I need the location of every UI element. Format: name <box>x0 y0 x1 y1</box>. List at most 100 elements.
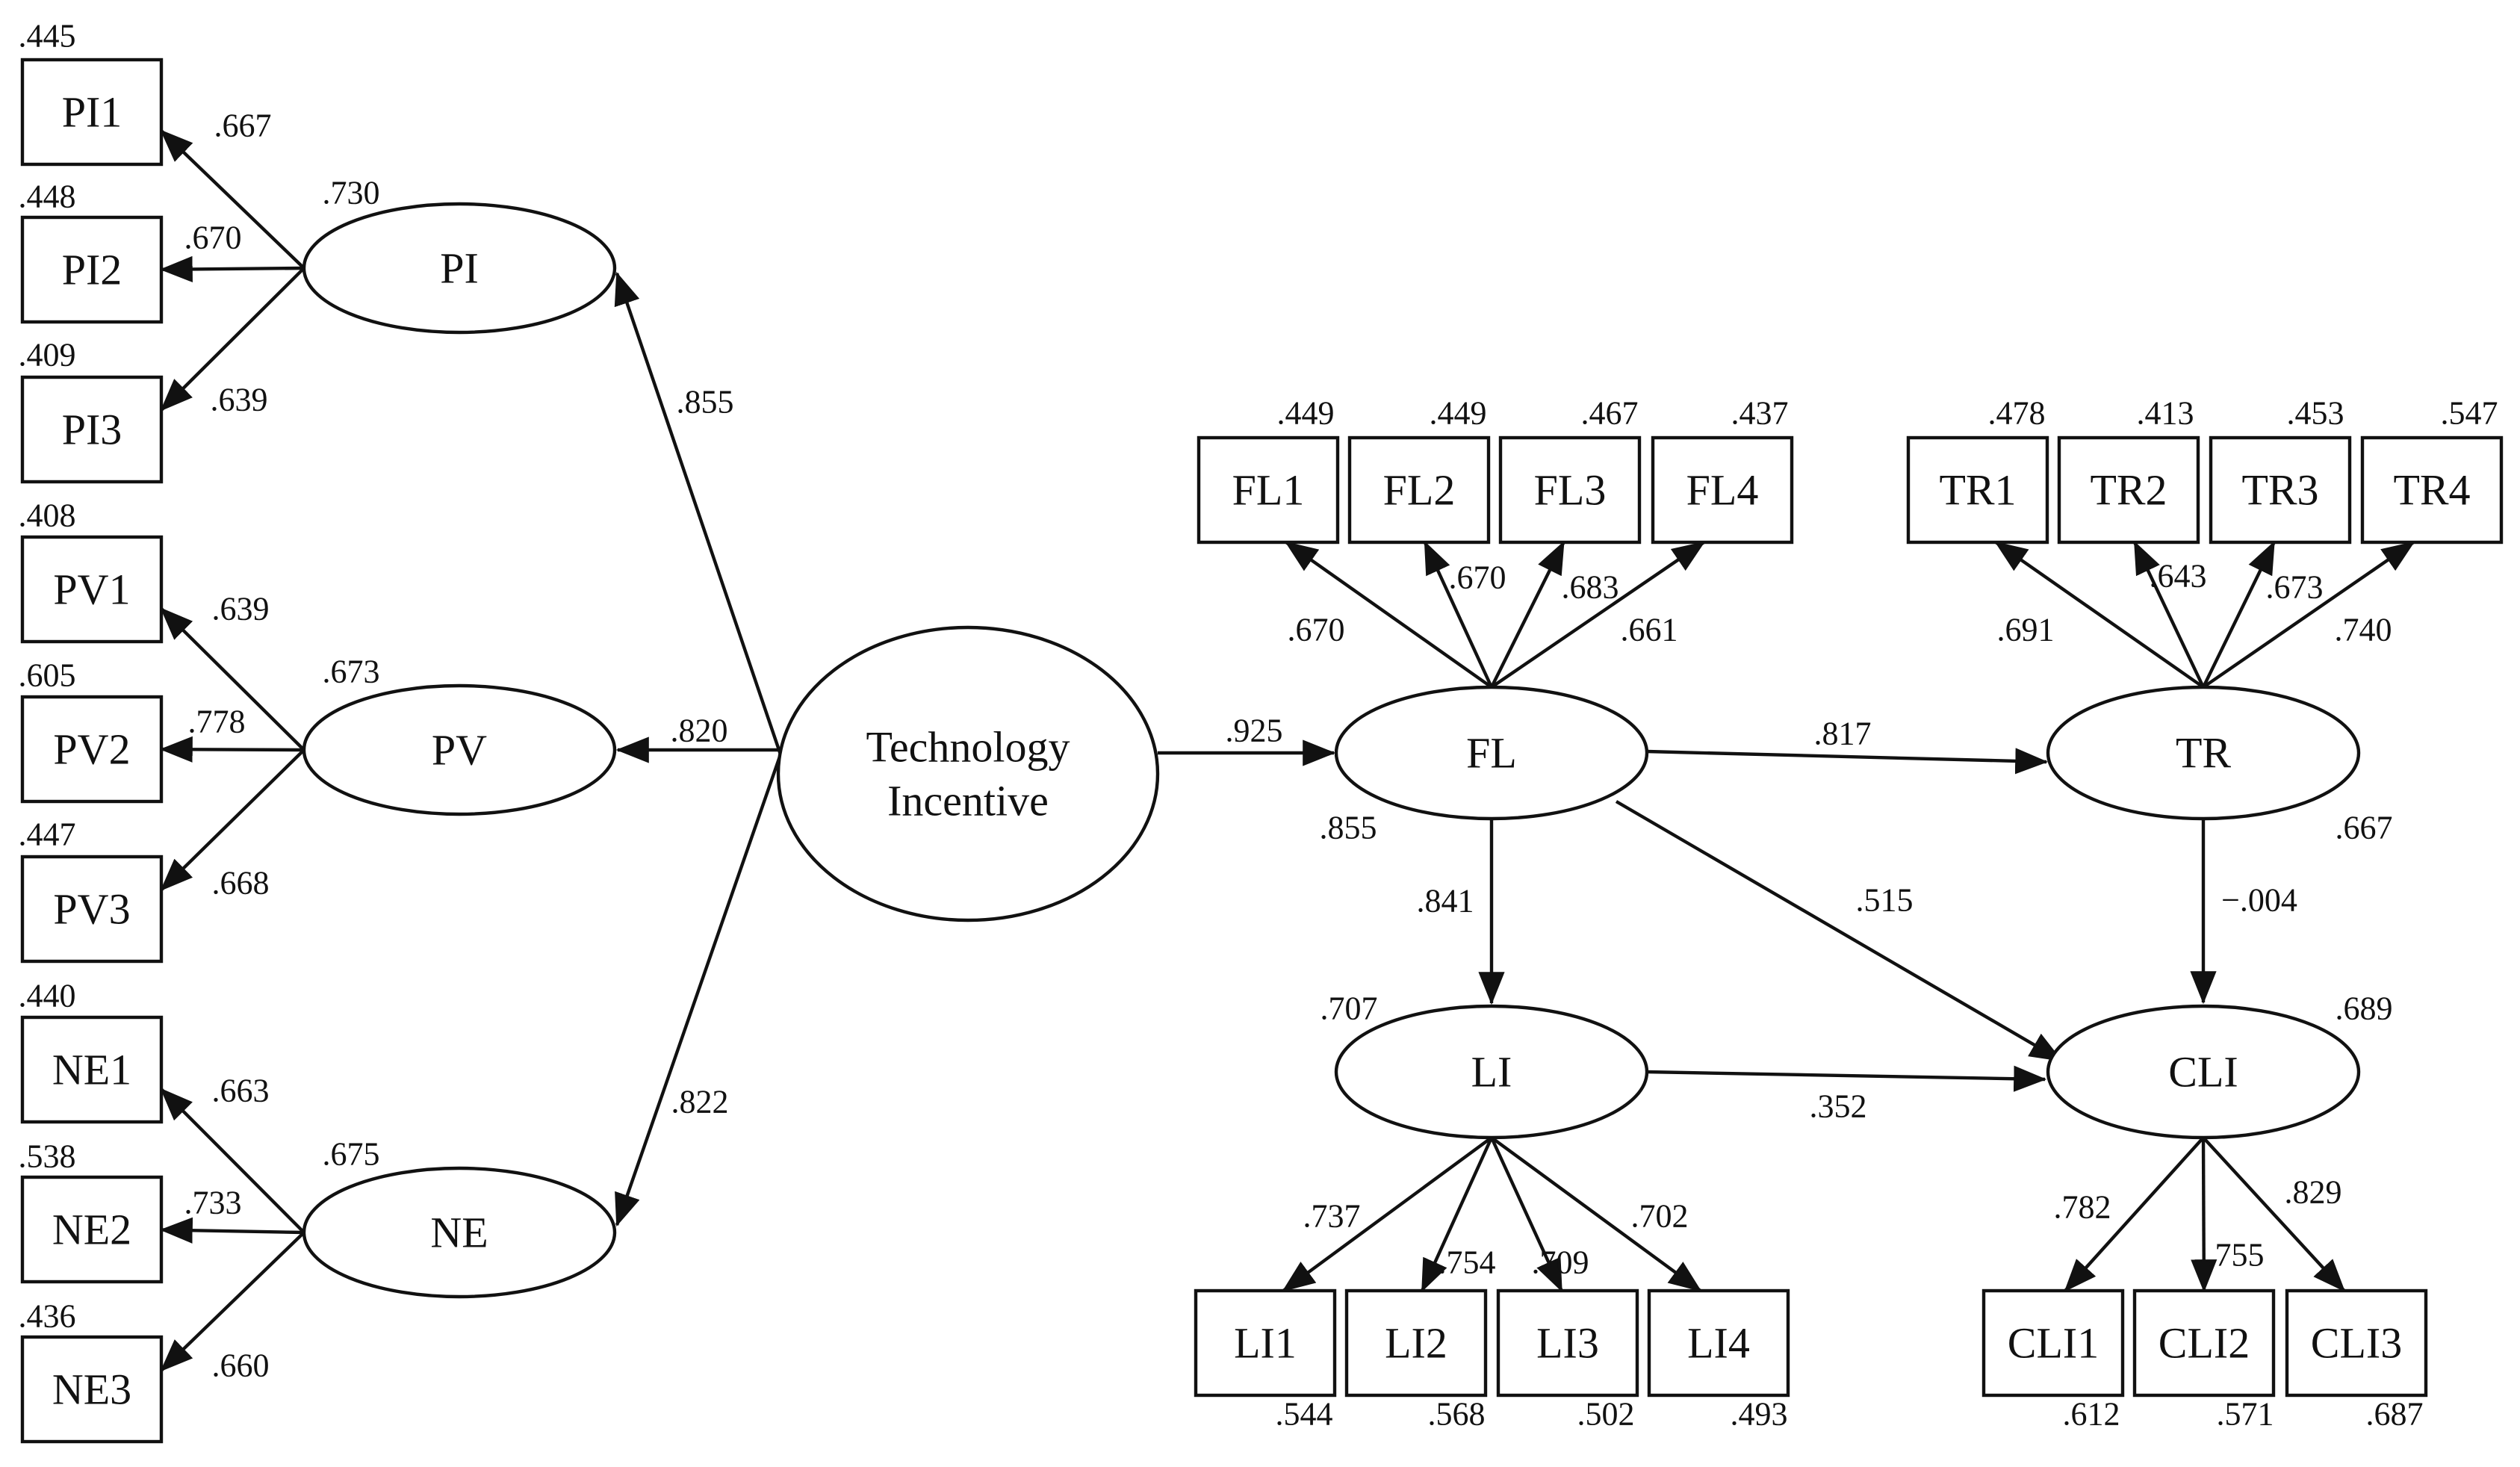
indicator-pi3: PI3 <box>20 375 164 484</box>
loading-tr2: .643 <box>2150 558 2207 595</box>
indicator-r2-fl4: .437 <box>1731 395 1789 432</box>
indicator-label-fl2: FL2 <box>1383 466 1456 515</box>
loading-arrow-pv1 <box>160 607 305 751</box>
indicator-box-li1 <box>1194 1288 1337 1398</box>
loading-tr4: .740 <box>2335 612 2392 648</box>
indicator-box-li2 <box>1344 1288 1488 1398</box>
loading-arrow-ne1 <box>160 1088 305 1234</box>
indicator-r2-ne1: .440 <box>19 978 76 1014</box>
latent-ellipse-ne <box>302 1166 617 1299</box>
labels-layer: .855.820.822.925.817.841.515−.004.352.73… <box>19 18 2498 1433</box>
edges-layer <box>159 129 2415 1372</box>
indicator-box-ne1 <box>20 1015 164 1124</box>
loading-arrow-pi1 <box>160 129 305 270</box>
loading-arrow-pv2 <box>159 736 305 763</box>
indicator-label-tr1: TR1 <box>1939 466 2016 515</box>
path-arrow-ti-ne <box>615 754 783 1227</box>
latent-r2-tr: .667 <box>2336 810 2393 846</box>
indicator-label-fl3: FL3 <box>1534 466 1607 515</box>
indicator-label-ne1: NE1 <box>52 1046 131 1094</box>
loading-arrow-tr1 <box>1994 541 2205 689</box>
loading-li2: .754 <box>1439 1244 1496 1281</box>
loading-fl4: .661 <box>1621 612 1678 648</box>
path-coef-fl-li: .841 <box>1417 883 1474 919</box>
loading-arrow-pi3 <box>160 267 305 412</box>
indicator-r2-fl1: .449 <box>1277 395 1335 432</box>
loading-pi1: .667 <box>214 108 272 144</box>
loading-arrow-fl3 <box>1490 541 1565 688</box>
latent-r2-pv: .673 <box>323 654 380 690</box>
indicator-tr2: TR2 <box>2057 435 2200 545</box>
indicator-label-pv3: PV3 <box>53 885 130 934</box>
loading-pv1: .639 <box>212 591 270 627</box>
indicator-label-pi1: PI1 <box>62 88 122 137</box>
loading-arrow-pi2 <box>159 255 305 282</box>
indicator-li1: LI1 <box>1194 1288 1337 1398</box>
indicator-cli1: CLI1 <box>1981 1288 2125 1398</box>
path-coef-li-cli: .352 <box>1810 1088 1867 1125</box>
indicator-pi2: PI2 <box>20 215 164 324</box>
latent-label-ti-line-2: Incentive <box>887 777 1049 825</box>
indicator-label-tr2: TR2 <box>2090 466 2167 515</box>
indicator-box-tr4 <box>2360 435 2504 545</box>
indicator-label-cli1: CLI1 <box>2008 1319 2099 1368</box>
latent-cli: CLI <box>2046 1004 2361 1140</box>
latent-label-ne: NE <box>430 1209 488 1257</box>
indicator-r2-pv1: .408 <box>19 497 76 534</box>
loading-ne2: .733 <box>184 1185 242 1221</box>
loading-li4: .702 <box>1631 1198 1689 1235</box>
latent-tr: TR <box>2046 685 2361 821</box>
indicator-r2-cli3: .687 <box>2366 1396 2424 1433</box>
latent-r2-ne: .675 <box>323 1136 380 1173</box>
loading-arrow-cli3 <box>2202 1136 2346 1292</box>
indicator-box-ne2 <box>20 1175 164 1284</box>
indicator-box-pv3 <box>20 855 164 964</box>
indicator-r2-fl2: .449 <box>1430 395 1487 432</box>
latent-ellipse-cli <box>2046 1004 2361 1140</box>
latent-ne: NE <box>302 1166 617 1299</box>
path-coef-fl-cli: .515 <box>1856 882 1914 919</box>
indicator-r2-pv2: .605 <box>19 657 76 694</box>
latent-ellipse-fl <box>1334 685 1649 821</box>
indicator-r2-pi3: .409 <box>19 337 76 373</box>
indicator-li3: LI3 <box>1496 1288 1639 1398</box>
indicator-fl4: FL4 <box>1651 435 1794 545</box>
loading-fl1: .670 <box>1288 612 1345 648</box>
loading-pi2: .670 <box>184 220 242 256</box>
latent-ellipse-pi <box>302 202 617 335</box>
latent-label-pv: PV <box>432 726 487 775</box>
indicator-cli3: CLI3 <box>2285 1288 2428 1398</box>
latent-ellipse-ti <box>776 625 1160 922</box>
indicator-r2-pi2: .448 <box>19 179 76 215</box>
indicator-r2-tr4: .547 <box>2441 395 2498 432</box>
indicator-r2-tr2: .413 <box>2137 395 2194 432</box>
indicator-box-li4 <box>1647 1288 1790 1398</box>
path-coef-fl-tr: .817 <box>1814 716 1872 752</box>
latent-r2-cli: .689 <box>2336 990 2393 1027</box>
loading-arrow-li1 <box>1282 1136 1493 1292</box>
latent-pi: PI <box>302 202 617 335</box>
indicator-r2-cli1: .612 <box>2063 1396 2120 1433</box>
loading-arrow-li4 <box>1490 1136 1702 1292</box>
latent-label-cli: CLI <box>2168 1048 2238 1097</box>
indicator-box-fl1 <box>1197 435 1340 545</box>
indicator-label-fl1: FL1 <box>1232 466 1305 515</box>
indicator-tr1: TR1 <box>1906 435 2049 545</box>
indicator-label-pi3: PI3 <box>62 406 122 454</box>
indicator-r2-li1: .544 <box>1276 1396 1333 1433</box>
latent-r2-fl: .855 <box>1320 810 1377 846</box>
latent-label-fl: FL <box>1466 729 1517 778</box>
indicator-tr3: TR3 <box>2209 435 2352 545</box>
indicator-label-fl4: FL4 <box>1686 466 1759 515</box>
loading-fl3: .683 <box>1562 569 1619 606</box>
indicator-label-cli3: CLI3 <box>2311 1319 2402 1368</box>
loading-arrow-li2 <box>1421 1137 1494 1293</box>
loading-arrow-tr3 <box>2202 541 2276 688</box>
indicator-label-pv2: PV2 <box>53 725 130 774</box>
loading-pv3: .668 <box>212 865 270 902</box>
indicator-fl1: FL1 <box>1197 435 1340 545</box>
latent-ellipse-pv <box>302 683 617 816</box>
